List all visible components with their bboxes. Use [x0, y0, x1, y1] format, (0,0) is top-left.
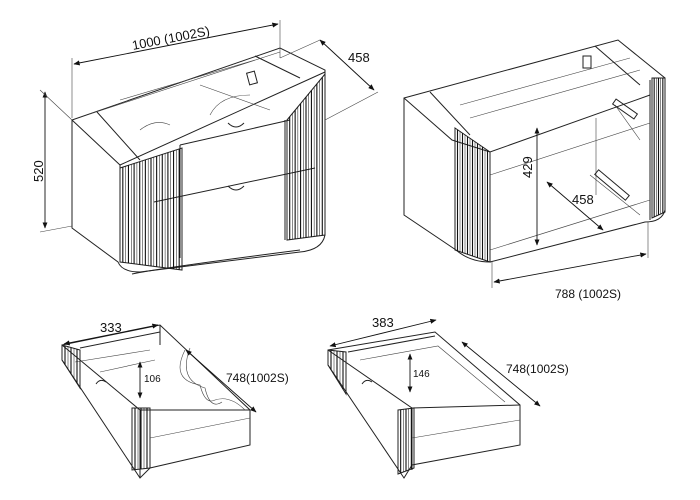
label-drawer-small-height: 106 [144, 374, 161, 385]
label-drawer-small-width: 333 [100, 320, 122, 335]
dimension-depth-full: 458 [279, 39, 379, 121]
panel-outline [119, 147, 183, 271]
dimension-inner-height: 429 [520, 127, 540, 246]
label-drawer-small-depth: 748(1002S) [226, 371, 289, 385]
label-inner-height: 429 [520, 156, 535, 178]
cabinet-full-view [71, 47, 326, 275]
label-depth-full: 458 [348, 50, 370, 65]
dimension-inner-width: 788 (1002S) [491, 222, 649, 301]
label-drawer-large-width: 383 [372, 315, 394, 330]
fluted-front-panel [327, 349, 415, 475]
dimension-height-full: 520 [31, 89, 73, 233]
fluted-front-panel [61, 344, 151, 471]
panel-outline [286, 72, 326, 241]
dimension-drawer-large: 383 146 748(1002S) [329, 315, 569, 407]
cabinet-frame-view [403, 39, 666, 263]
fluted-panel-right [286, 72, 326, 241]
fluted-panel-left [119, 147, 183, 271]
fluted-panel-left [454, 127, 491, 263]
drawer-large-view [327, 331, 521, 479]
label-drawer-large-depth: 748(1002S) [506, 362, 569, 376]
label-inner-width: 788 (1002S) [555, 287, 621, 301]
dimension-inner-depth: 458 [546, 181, 604, 231]
label-height-full: 520 [31, 160, 46, 182]
label-width-full: 1000 (1002S) [131, 23, 211, 53]
label-inner-depth: 458 [572, 192, 594, 207]
dimension-drawer-small: 333 106 748(1002S) [63, 320, 289, 413]
label-drawer-large-height: 146 [413, 369, 430, 380]
drawer-small-view [61, 324, 251, 479]
fluted-panel-right [651, 77, 666, 219]
panel-outline [454, 127, 491, 263]
